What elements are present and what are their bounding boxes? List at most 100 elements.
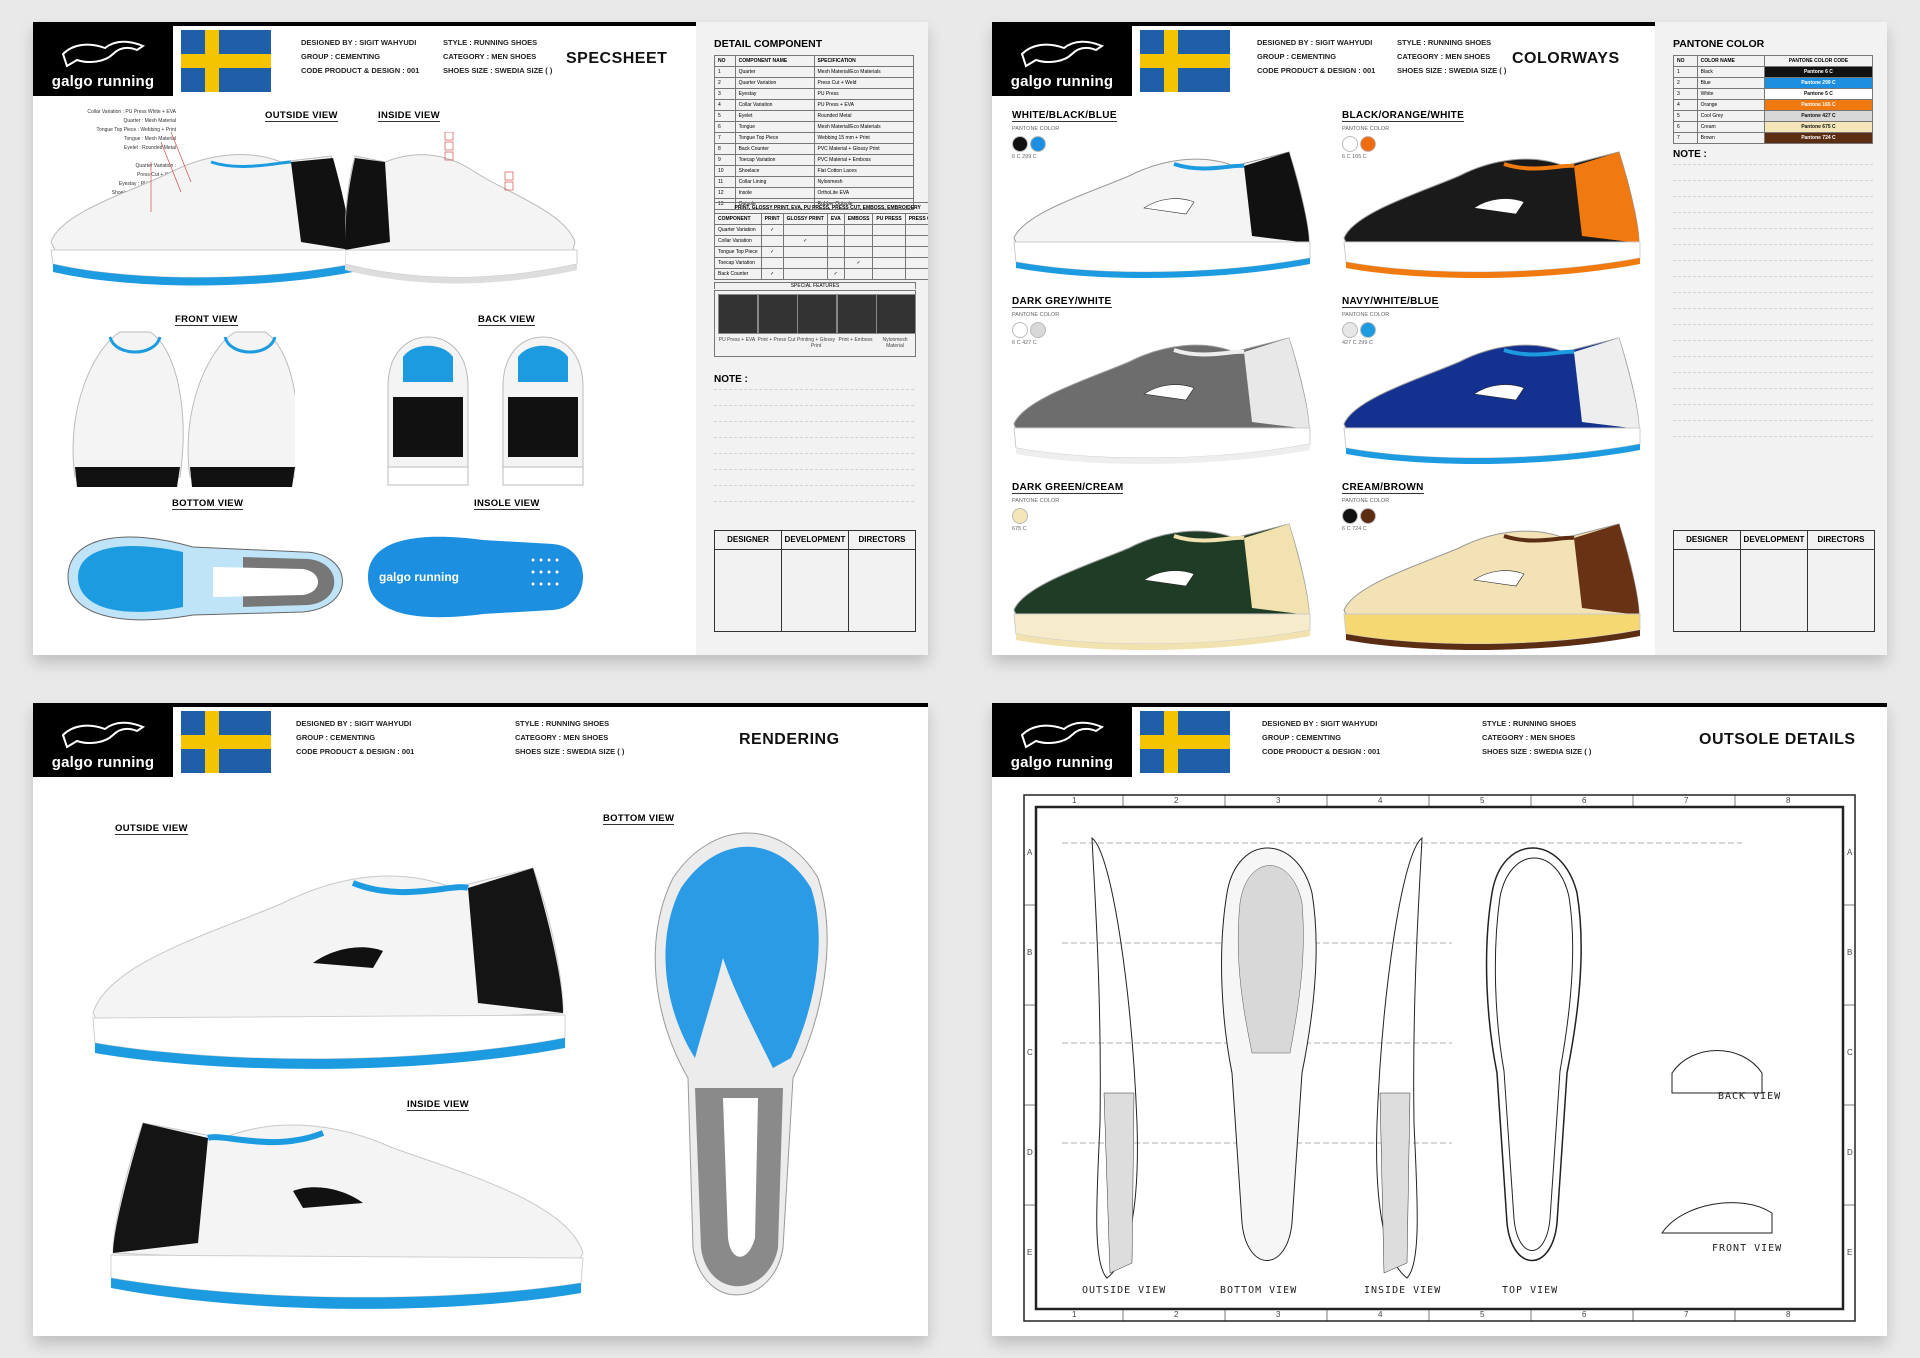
component-name: Eyestay xyxy=(734,88,815,100)
grid-column-label: 5 xyxy=(1480,796,1485,805)
pantone-code: Pantone 427 C xyxy=(1763,110,1874,122)
col-color-name: COLOR NAME xyxy=(1696,55,1765,67)
process-row: Back Counter✓✓ xyxy=(714,268,928,280)
pantone-color-name: White xyxy=(1696,88,1765,100)
grid-column-label: 2 xyxy=(1174,1310,1179,1319)
grid-row-label: C xyxy=(1847,1048,1853,1057)
process-cell: ✓ xyxy=(843,257,874,269)
product-code: CODE PRODUCT & DESIGN : 001 xyxy=(301,66,420,75)
sign-box: DESIGNER DEVELOPMENT DIRECTORS xyxy=(714,530,916,632)
process-row: Toecap Variation✓ xyxy=(714,257,928,269)
render-outside-shoe xyxy=(92,867,566,1069)
spec-back-shoes xyxy=(387,336,584,486)
colorways-page: galgo running DESIGNED BY : SIGIT WAHYUD… xyxy=(992,22,1887,655)
process-header: PRINT xyxy=(760,213,784,225)
component-name: Quarter xyxy=(734,66,815,78)
process-cell xyxy=(760,257,784,269)
color-swatch xyxy=(1360,136,1376,152)
render-outside-label: OUTSIDE VIEW xyxy=(115,823,188,835)
component-spec: PVC Material + Glossy Print xyxy=(813,143,915,155)
process-cell xyxy=(904,235,928,247)
process-cell xyxy=(826,257,845,269)
greyhound-logo-icon xyxy=(61,721,146,749)
shoe-size: SHOES SIZE : SWEDIA SIZE ( ) xyxy=(443,66,553,75)
component-spec: PVC Material + Emboss xyxy=(813,154,915,166)
spec-front-shoes xyxy=(72,331,295,487)
feature-swatch xyxy=(836,294,877,334)
grid-column-label: 1 xyxy=(1072,796,1077,805)
pantone-code: Pantone 724 C xyxy=(1763,132,1874,144)
pantone-no: 2 xyxy=(1673,77,1698,89)
front-view-label: FRONT VIEW xyxy=(175,314,238,326)
colorway-shoe xyxy=(1343,151,1641,279)
brand-name: galgo running xyxy=(51,73,155,90)
note-lines xyxy=(1673,149,1873,437)
color-swatch xyxy=(1012,322,1028,338)
pantone-codes: 6 C 427 C xyxy=(1012,340,1037,346)
grid-column-label: 4 xyxy=(1378,796,1383,805)
meta-right: STYLE : RUNNING SHOES CATEGORY : MEN SHO… xyxy=(1482,717,1591,759)
product-code: CODE PRODUCT & DESIGN : 001 xyxy=(1257,66,1376,75)
brand-logo: galgo running xyxy=(992,26,1132,96)
designed-by: DESIGNED BY : SIGIT WAHYUDI xyxy=(301,38,417,47)
pantone-codes: 6 C 299 C xyxy=(1012,154,1037,160)
color-swatch xyxy=(1360,508,1376,524)
process-row: Quarter Variation✓ xyxy=(714,224,928,236)
feature-label: Printing + Glossy Print xyxy=(797,337,835,349)
drawing-inside-view: INSIDE VIEW xyxy=(1364,1285,1442,1296)
insole-brand: galgo running xyxy=(379,570,459,584)
detail-component-title: DETAIL COMPONENT xyxy=(714,38,823,50)
render-inside-label: INSIDE VIEW xyxy=(407,1099,469,1111)
pantone-codes: 6 C 165 C xyxy=(1342,154,1367,160)
process-row: Collar Variation✓ xyxy=(714,235,928,247)
category: CATEGORY : MEN SHOES xyxy=(1482,733,1576,742)
meta-left: DESIGNED BY : SIGIT WAHYUDI GROUP : CEME… xyxy=(296,717,414,759)
process-header: GLOSSY PRINT xyxy=(782,213,828,225)
component-no: 12 xyxy=(714,187,736,199)
back-view-label: BACK VIEW xyxy=(478,314,536,326)
sign-development: DEVELOPMENT xyxy=(1741,531,1807,550)
style: STYLE : RUNNING SHOES xyxy=(515,719,610,728)
sign-box: DESIGNER DEVELOPMENT DIRECTORS xyxy=(1673,530,1875,632)
meta-left: DESIGNED BY : SIGIT WAHYUDI GROUP : CEME… xyxy=(1257,36,1375,78)
process-cell xyxy=(782,268,828,280)
component-spec: Nylonmesh xyxy=(813,176,915,188)
col-spec: SPECIFICATION xyxy=(813,55,915,67)
note-label: NOTE : xyxy=(714,374,748,385)
colorway-shoe xyxy=(1343,337,1641,465)
sweden-flag xyxy=(1140,30,1230,92)
style: STYLE : RUNNING SHOES xyxy=(443,38,538,47)
pantone-codes: 427 C 299 C xyxy=(1342,340,1373,346)
meta-right: STYLE : RUNNING SHOES CATEGORY : MEN SHO… xyxy=(443,36,552,78)
render-bottom-label: BOTTOM VIEW xyxy=(603,813,675,825)
process-cell xyxy=(843,235,874,247)
pantone-codes: 675 C xyxy=(1012,526,1027,532)
sweden-flag xyxy=(1140,711,1230,773)
grid-row-label: D xyxy=(1847,1148,1853,1157)
component-name: Shoelace xyxy=(734,165,815,177)
shoe-size: SHOES SIZE : SWEDIA SIZE ( ) xyxy=(515,747,625,756)
process-cell xyxy=(782,257,828,269)
process-cell xyxy=(904,268,928,280)
shoe-size: SHOES SIZE : SWEDIA SIZE ( ) xyxy=(1482,747,1592,756)
colorway-shoe xyxy=(1343,523,1641,651)
pantone-code: Pantone 165 C xyxy=(1763,99,1874,111)
color-swatch xyxy=(1342,136,1358,152)
colorway-shoe xyxy=(1013,151,1311,279)
process-cell: ✓ xyxy=(760,268,784,280)
bottom-view-label: BOTTOM VIEW xyxy=(172,498,244,510)
process-header: PU PRESS xyxy=(872,213,906,225)
category: CATEGORY : MEN SHOES xyxy=(515,733,609,742)
designed-by: DESIGNED BY : SIGIT WAHYUDI xyxy=(1262,719,1378,728)
